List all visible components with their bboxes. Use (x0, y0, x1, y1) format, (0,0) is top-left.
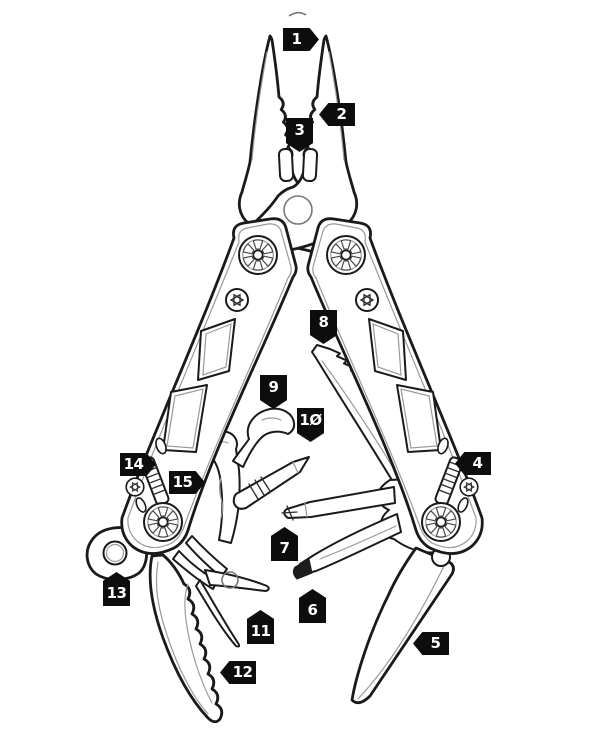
callout-number: 1Ø (299, 411, 322, 429)
callout-number: 13 (106, 584, 127, 602)
callout-number: 12 (232, 663, 253, 681)
cross-screwdriver (281, 486, 396, 521)
callout-number: 1 (291, 30, 302, 48)
pliers-jaws (234, 34, 362, 261)
callout-number: 9 (268, 378, 279, 396)
callout-number: 11 (250, 622, 271, 640)
callout-number: 6 (307, 601, 318, 619)
callout-number: 14 (123, 455, 144, 473)
wire-cutter-left (277, 147, 295, 183)
callout-number: 5 (430, 634, 441, 652)
callout-14-file-left: 14 (120, 453, 156, 476)
callout-number: 8 (318, 313, 329, 331)
serrated-blade (148, 553, 224, 724)
callout-number: 7 (279, 539, 290, 557)
bottle-opener (232, 407, 296, 468)
callout-4-file-right: 4 (455, 452, 491, 475)
callout-15-can-opener: 15 (169, 471, 205, 494)
knife-blade (350, 546, 455, 705)
callout-number: 3 (294, 121, 305, 139)
scissors (172, 535, 270, 648)
top-highlight-arc (288, 11, 307, 17)
flat-screwdriver (292, 513, 402, 580)
callout-5-knife-blade: 5 (413, 632, 449, 655)
awl (232, 456, 310, 510)
callout-number: 15 (172, 473, 193, 491)
callout-2-serrated-plier-jaws: 2 (319, 103, 355, 126)
wire-cutter-right (301, 147, 319, 183)
pliers-pivot (283, 195, 313, 225)
callout-1-needlenose-pliers-tip: 1 (283, 28, 319, 51)
callout-12-serrated-blade: 12 (220, 661, 256, 684)
callout-number: 4 (472, 454, 483, 472)
callout-number: 2 (336, 105, 347, 123)
